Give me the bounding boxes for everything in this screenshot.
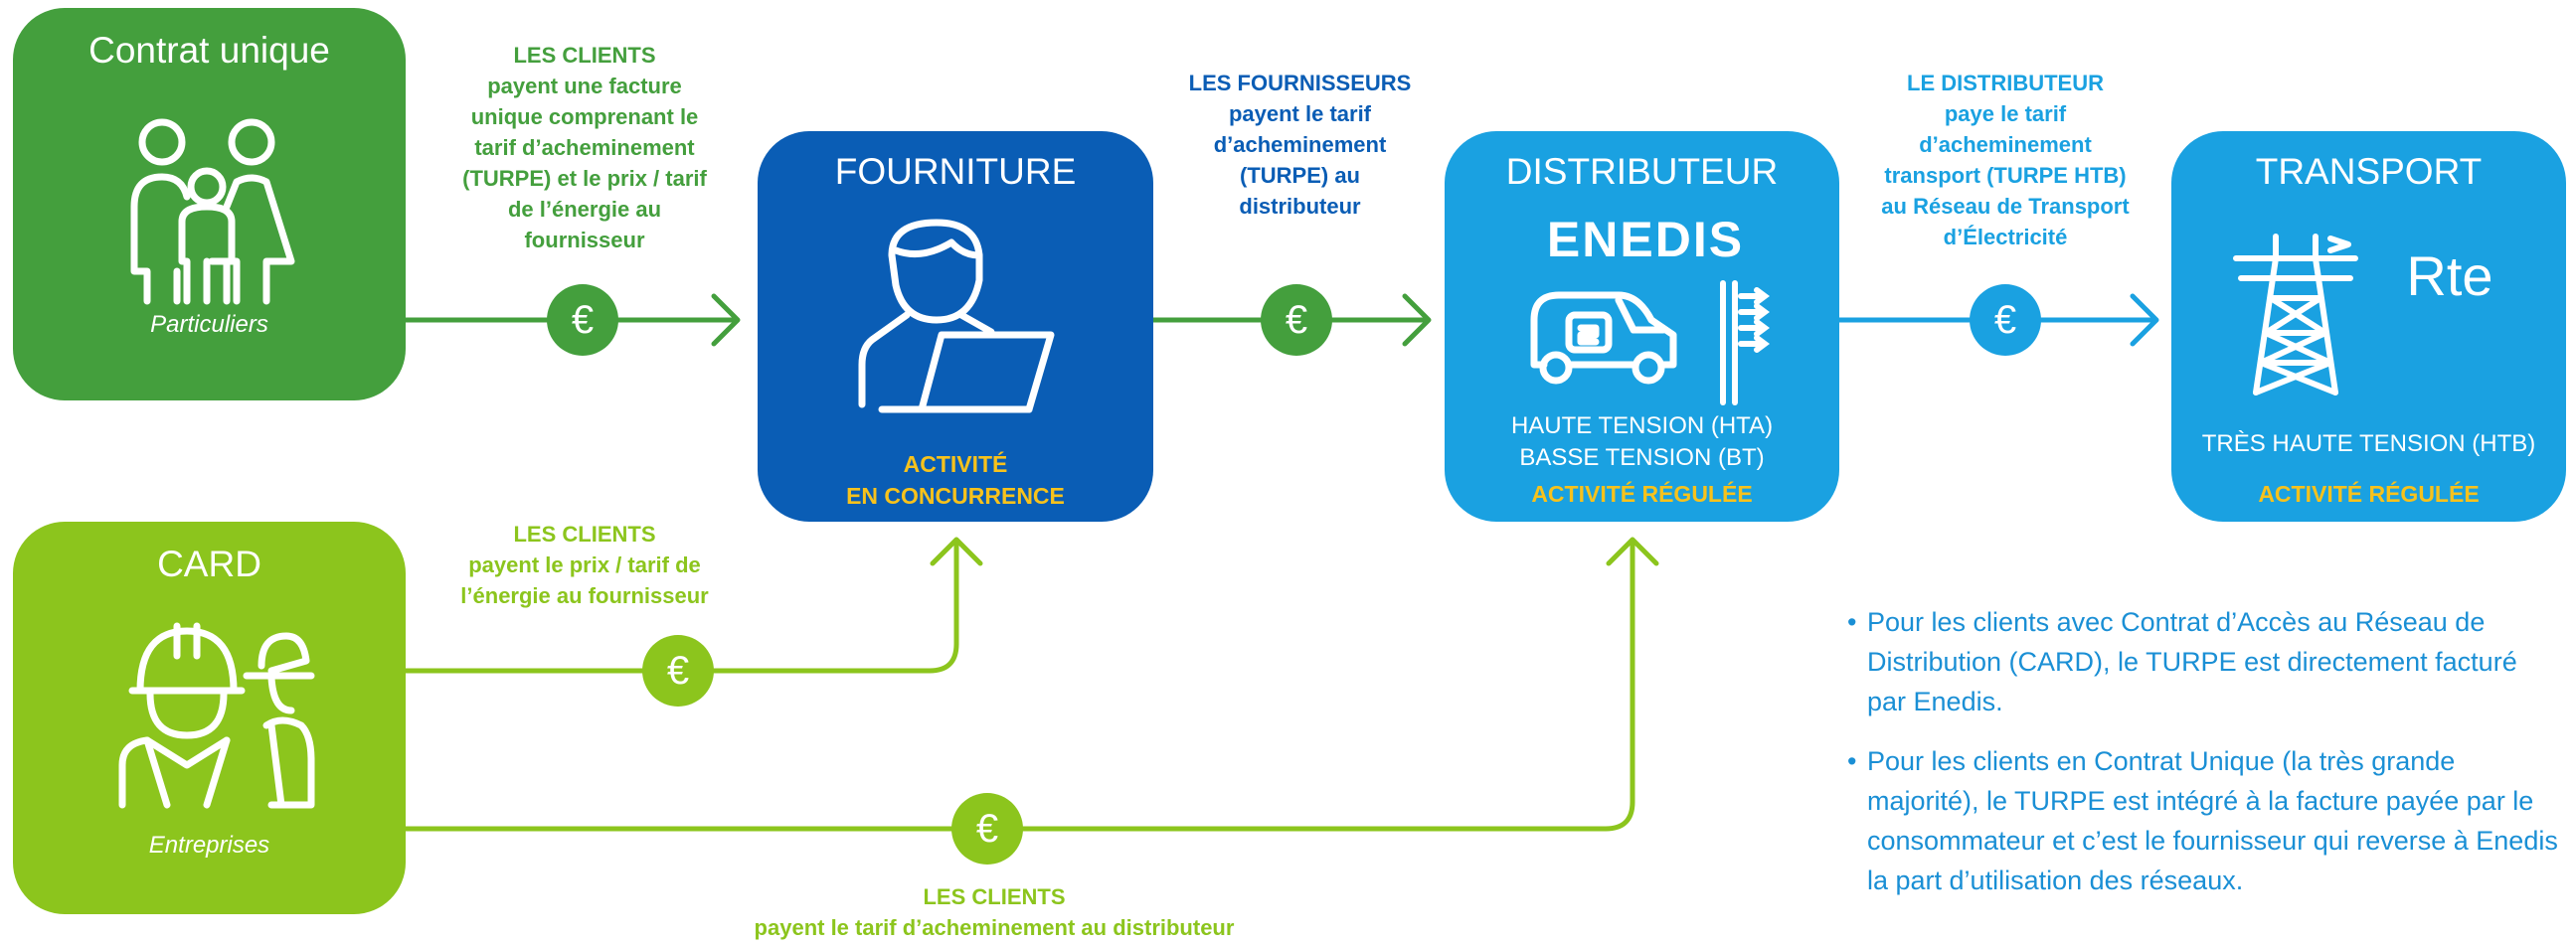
- annotation-line: transport (TURPE HTB): [1884, 163, 2127, 188]
- annotation-fournisseurs: LES FOURNISSEURS payent le tarif d’achem…: [1153, 68, 1447, 222]
- workers-icon: [118, 622, 315, 809]
- annotation-line: distributeur: [1239, 194, 1361, 219]
- annotation-line: d’Électricité: [1943, 225, 2068, 249]
- annotation-line: d’acheminement: [1213, 132, 1387, 157]
- rte-logo: Rte: [2406, 244, 2492, 307]
- annotation-line: (TURPE) et le prix / tarif: [462, 166, 707, 191]
- euro-icon: €: [547, 284, 618, 356]
- box-contrat-unique: Contrat unique Particuliers: [13, 8, 406, 400]
- euro-icon: €: [1261, 284, 1332, 356]
- box-fourniture: FOURNITURE ACTIVITÉ EN CONCURRENCE: [758, 131, 1153, 522]
- arrow-head: [1402, 293, 1432, 347]
- status-line: ACTIVITÉ RÉGULÉE: [1531, 481, 1753, 507]
- voltage-line: HAUTE TENSION (HTA): [1510, 412, 1774, 439]
- annotation-head: LES CLIENTS: [923, 884, 1066, 909]
- annotation-line: de l’énergie au: [507, 197, 662, 222]
- box-title: DISTRIBUTEUR: [1505, 151, 1779, 192]
- note-item: Pour les clients en Contrat Unique (la t…: [1847, 741, 2563, 900]
- annotation-clients-contrat: LES CLIENTS payent une facture unique co…: [426, 40, 744, 255]
- euro-icon: €: [1970, 284, 2041, 356]
- box-card: CARD Entreprises: [13, 522, 406, 914]
- enedis-van-icon: [1530, 291, 1677, 385]
- annotation-line: tarif d’acheminement: [474, 135, 695, 160]
- arrow-head: [1606, 537, 1659, 566]
- flow-card-to-fourniture: [400, 539, 959, 674]
- svg-text:ENEDIS: ENEDIS: [1547, 213, 1744, 264]
- arrow-head: [930, 537, 983, 566]
- annotation-line: au Réseau de Transport: [1881, 194, 2130, 219]
- status-line: EN CONCURRENCE: [846, 483, 1065, 509]
- annotation-line: paye le tarif: [1944, 101, 2067, 126]
- annotation-head: LE DISTRIBUTEUR: [1907, 71, 2104, 95]
- status-line: ACTIVITÉ RÉGULÉE: [2258, 481, 2480, 507]
- annotation-distributeur: LE DISTRIBUTEUR paye le tarif d’achemine…: [1841, 68, 2169, 252]
- annotation-line: d’acheminement: [1919, 132, 2092, 157]
- annotation-line: (TURPE) au: [1240, 163, 1360, 188]
- euro-icon: €: [951, 793, 1023, 865]
- enedis-logo: ENEDIS: [1547, 213, 1744, 264]
- annotation-line: fournisseur: [524, 228, 645, 252]
- box-title: Contrat unique: [88, 30, 330, 71]
- annotation-head: LES CLIENTS: [513, 43, 656, 68]
- user-laptop-icon: [858, 219, 1055, 413]
- arrow-head: [2130, 293, 2159, 347]
- arrow-head: [711, 293, 741, 347]
- voltage-line: TRÈS HAUTE TENSION (HTB): [2201, 430, 2536, 457]
- euro-icon: €: [642, 635, 714, 707]
- family-icon: [130, 118, 295, 305]
- annotation-line: payent le prix / tarif de: [468, 552, 701, 577]
- annotation-line: payent une facture: [487, 74, 682, 98]
- box-title: FOURNITURE: [834, 151, 1077, 192]
- box-subtitle: Entreprises: [148, 832, 270, 859]
- box-transport: TRANSPORT Rte TRÈS HAUTE TENSION (HTB) A…: [2171, 131, 2566, 522]
- annotation-line: l’énergie au fournisseur: [460, 583, 709, 608]
- box-title: TRANSPORT: [2255, 151, 2483, 192]
- box-subtitle: Particuliers: [150, 311, 268, 338]
- status-line: ACTIVITÉ: [903, 451, 1008, 477]
- box-distributeur: DISTRIBUTEUR ENEDIS HAUTE TENSION (HTA) …: [1445, 131, 1839, 522]
- annotation-head: LES CLIENTS: [513, 522, 656, 547]
- note-item: Pour les clients avec Contrat d’Accès au…: [1847, 602, 2563, 721]
- annotation-clients-card: LES CLIENTS payent le prix / tarif de l’…: [426, 519, 744, 611]
- voltage-line: BASSE TENSION (BT): [1519, 444, 1765, 471]
- annotation-clients-bottom: LES CLIENTS payent le tarif d’achemineme…: [597, 881, 1392, 943]
- pylon-icon: [2233, 234, 2358, 395]
- annotation-line: payent le tarif d’acheminement au distri…: [754, 915, 1235, 940]
- box-title: CARD: [157, 544, 261, 584]
- flow-card-to-distributeur: [400, 539, 1635, 832]
- notes-list: Pour les clients avec Contrat d’Accès au…: [1847, 602, 2563, 920]
- annotation-line: payent le tarif: [1228, 101, 1372, 126]
- annotation-line: unique comprenant le: [470, 104, 699, 129]
- annotation-head: LES FOURNISSEURS: [1188, 71, 1412, 95]
- power-pole-icon: [1720, 280, 1770, 405]
- svg-text:Rte: Rte: [2406, 244, 2492, 307]
